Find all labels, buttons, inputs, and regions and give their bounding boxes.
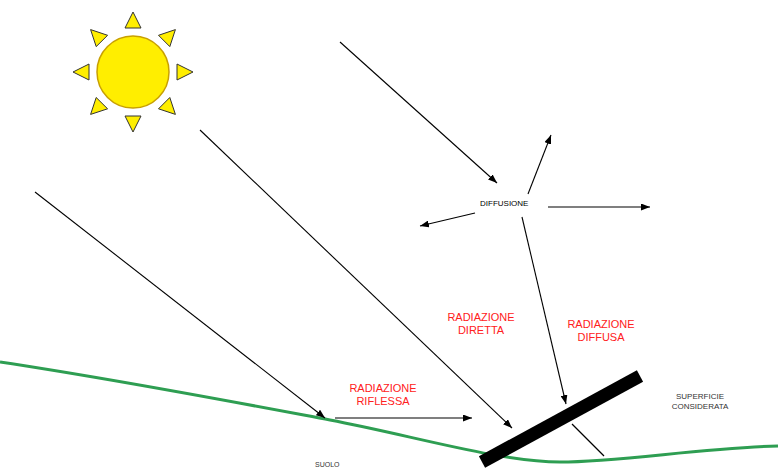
direct-ray-arrow [200, 130, 512, 428]
sun-ray [73, 64, 89, 80]
diffuse-ray-arrow [522, 217, 566, 404]
sun-ray-arrow [35, 192, 325, 418]
sun-ray [91, 98, 108, 115]
sun-ray [125, 116, 141, 132]
sun-ray [159, 30, 176, 47]
reflected-ray-arrow [335, 417, 472, 418]
surface-label: SUPERFICIE CONSIDERATA [660, 392, 740, 411]
sun-disc [97, 36, 169, 108]
radiation-label: RADIAZIONE DIFFUSA [565, 318, 637, 344]
ground-line [0, 362, 778, 462]
process-label: DIFFUSIONE [480, 199, 528, 209]
ground-label: SUOLO [315, 461, 340, 469]
scatter-arrow [548, 206, 650, 207]
sun-ray [177, 64, 193, 80]
scatter-arrow [528, 135, 551, 194]
sun-ray [159, 98, 176, 115]
sun [73, 12, 193, 132]
scatter-arrow [420, 213, 475, 226]
incoming-ray-arrow [340, 42, 497, 183]
radiation-label: RADIAZIONE DIRETTA [445, 311, 517, 337]
sun-ray [91, 30, 108, 47]
sun-ray [125, 12, 141, 28]
solar-panel [482, 376, 640, 462]
radiation-label: RADIAZIONE RIFLESSA [347, 382, 419, 408]
panel-support [572, 424, 604, 456]
